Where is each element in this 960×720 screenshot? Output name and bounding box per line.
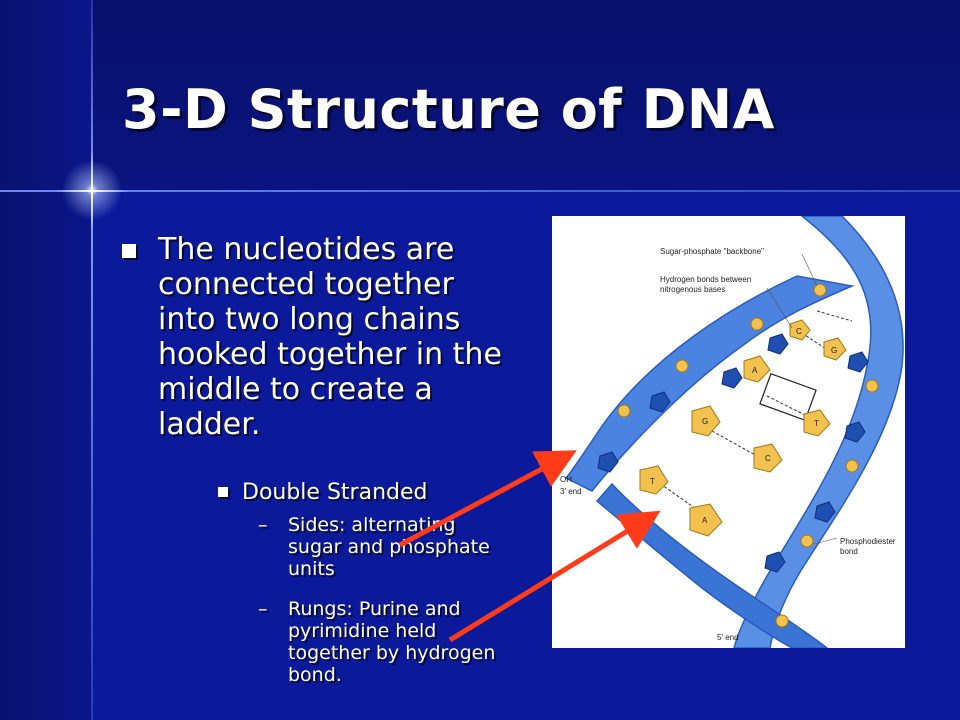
phosphate-groups <box>617 283 879 628</box>
base-label: T <box>650 477 655 486</box>
upper-left-strand <box>564 275 855 492</box>
base-c-mid <box>753 443 783 473</box>
sub-point-text: Sides: alternating sugar and phosphate u… <box>288 514 490 580</box>
arrow-to-sides-icon <box>398 450 577 548</box>
base-label: A <box>702 516 708 525</box>
base-a <box>743 355 771 383</box>
left-band <box>0 0 92 720</box>
base-c-top <box>789 319 811 341</box>
divider-vertical <box>91 0 93 720</box>
phosphate-icon <box>845 459 859 473</box>
sub-point-sides: – Sides: alternating sugar and phosphate… <box>258 514 498 580</box>
phosphate-icon <box>675 359 689 373</box>
phosphate-icon <box>617 404 631 418</box>
sub-bullet-text: Double Stranded <box>242 480 428 505</box>
base-t-low <box>639 465 669 495</box>
slide-title: 3-D Structure of DNA <box>122 78 775 141</box>
phosphate-icon <box>865 379 879 393</box>
main-bullet-text: The nucleotides are connected together i… <box>158 232 502 442</box>
sub-point-text: Rungs: Purine and pyrimidine held togeth… <box>288 598 496 686</box>
base-label: T <box>814 419 819 428</box>
main-bullet: The nucleotides are connected together i… <box>122 232 512 442</box>
label-3-end: 3' end <box>560 487 582 496</box>
dash-marker: – <box>258 598 268 620</box>
highlight-box <box>759 372 817 422</box>
phosphate-icon <box>750 317 764 331</box>
divider-horizontal <box>0 190 960 192</box>
base-label: G <box>702 417 708 426</box>
base-a-low <box>689 503 723 537</box>
label-hbonds-2: nitrogenous bases <box>660 285 725 294</box>
dash-marker: – <box>258 514 268 536</box>
arrow-to-rungs-icon <box>448 510 661 643</box>
label-5-end: 5' end <box>717 633 739 642</box>
square-bullet-icon <box>218 487 228 497</box>
label-leaders <box>766 253 838 545</box>
label-hbonds-1: Hydrogen bonds between <box>660 275 751 284</box>
star-flare-vertical <box>91 150 93 232</box>
sub-point-rungs: – Rungs: Purine and pyrimidine held toge… <box>258 598 498 686</box>
square-bullet-icon <box>122 244 136 258</box>
phosphate-icon <box>800 534 814 548</box>
label-phosphodiester-2: bond <box>840 547 858 556</box>
right-strand <box>733 216 904 648</box>
base-label: C <box>796 327 802 336</box>
phosphate-icon <box>813 283 827 297</box>
sub-bullet: Double Stranded <box>218 479 427 507</box>
sugar-pentagons <box>597 333 869 573</box>
base-label: A <box>752 366 758 375</box>
base-t <box>803 409 831 437</box>
base-g-top <box>823 337 847 361</box>
base-label: C <box>765 454 771 463</box>
base-label: G <box>831 346 837 355</box>
phosphate-icon <box>775 614 789 628</box>
label-phosphodiester-1: Phosphodiester <box>840 537 896 546</box>
base-g-mid <box>691 405 721 437</box>
label-backbone: Sugar-phosphate "backbone" <box>660 247 764 256</box>
nitrogenous-bases: C G A T G C T A <box>639 319 847 537</box>
